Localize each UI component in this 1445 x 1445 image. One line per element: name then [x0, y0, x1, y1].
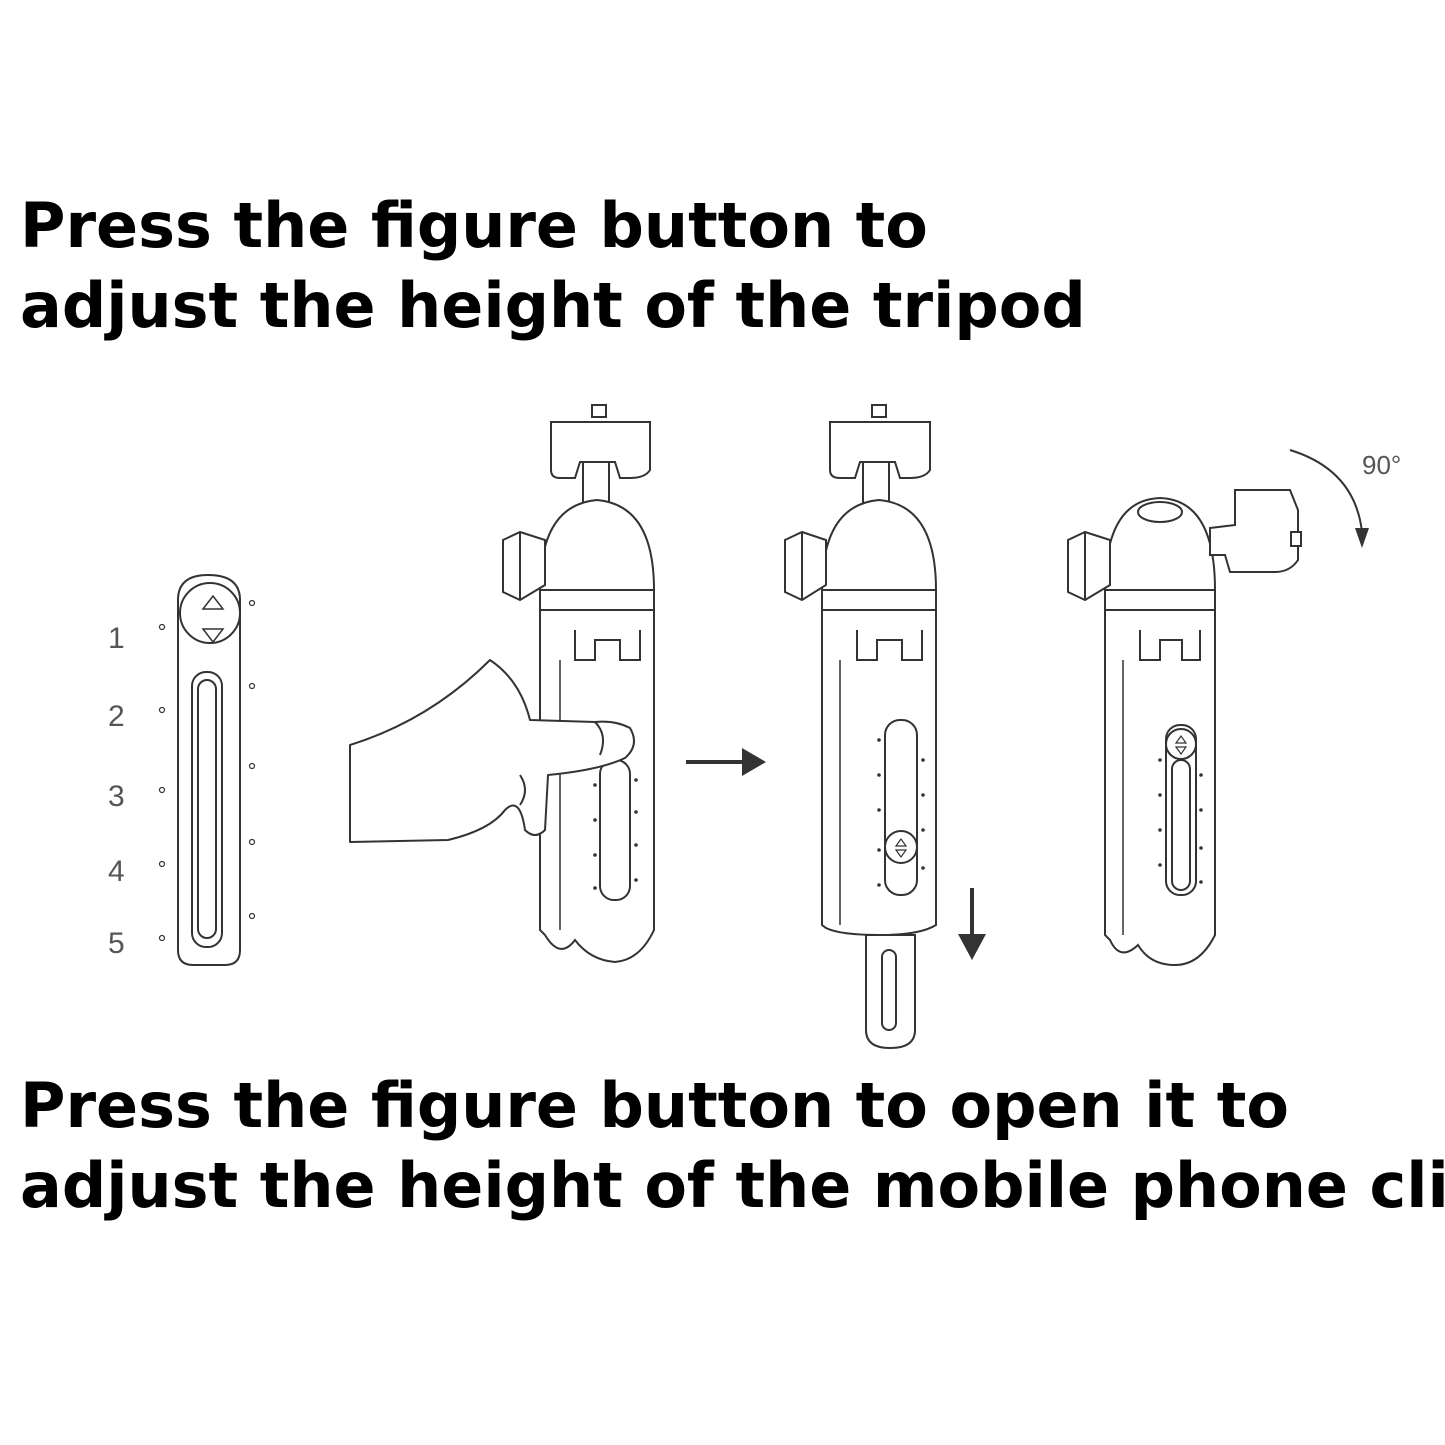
top-heading-line-2: adjust the height of the tripod	[20, 269, 1086, 342]
scale-label-4: 4	[108, 855, 125, 888]
scale-label-1: 1	[108, 622, 125, 655]
bottom-heading-line-2: adjust the height of the mobile phone cl…	[20, 1149, 1445, 1222]
curved-arrow-icon	[1289, 449, 1369, 548]
up-down-arrows-icon	[1174, 734, 1188, 756]
tripod-instruction-illustration: 1 2 3 4 5	[108, 404, 1401, 1050]
tripod-extended	[784, 404, 938, 1050]
top-heading: Press the figure button to adjust the he…	[20, 186, 1086, 346]
slider-detail	[158, 573, 256, 966]
arrow-right-icon	[686, 748, 766, 776]
rotation-label: 90°	[1362, 450, 1401, 480]
bottom-heading: Press the figure button to open it to ad…	[20, 1066, 1445, 1226]
hand-icon	[349, 659, 635, 843]
bottom-heading-line-1: Press the figure button to open it to	[20, 1069, 1289, 1142]
arrow-down-icon	[958, 888, 986, 960]
scale-labels: 1 2 3 4 5	[108, 622, 125, 960]
scale-label-5: 5	[108, 927, 125, 960]
top-heading-line-1: Press the figure button to	[20, 189, 928, 262]
tripod-pressed	[502, 404, 656, 964]
scale-label-2: 2	[108, 700, 125, 733]
up-down-arrows-icon	[201, 594, 225, 644]
scale-label-3: 3	[108, 780, 125, 813]
up-down-arrows-icon	[894, 837, 908, 859]
tripod-rotated	[1067, 489, 1302, 967]
